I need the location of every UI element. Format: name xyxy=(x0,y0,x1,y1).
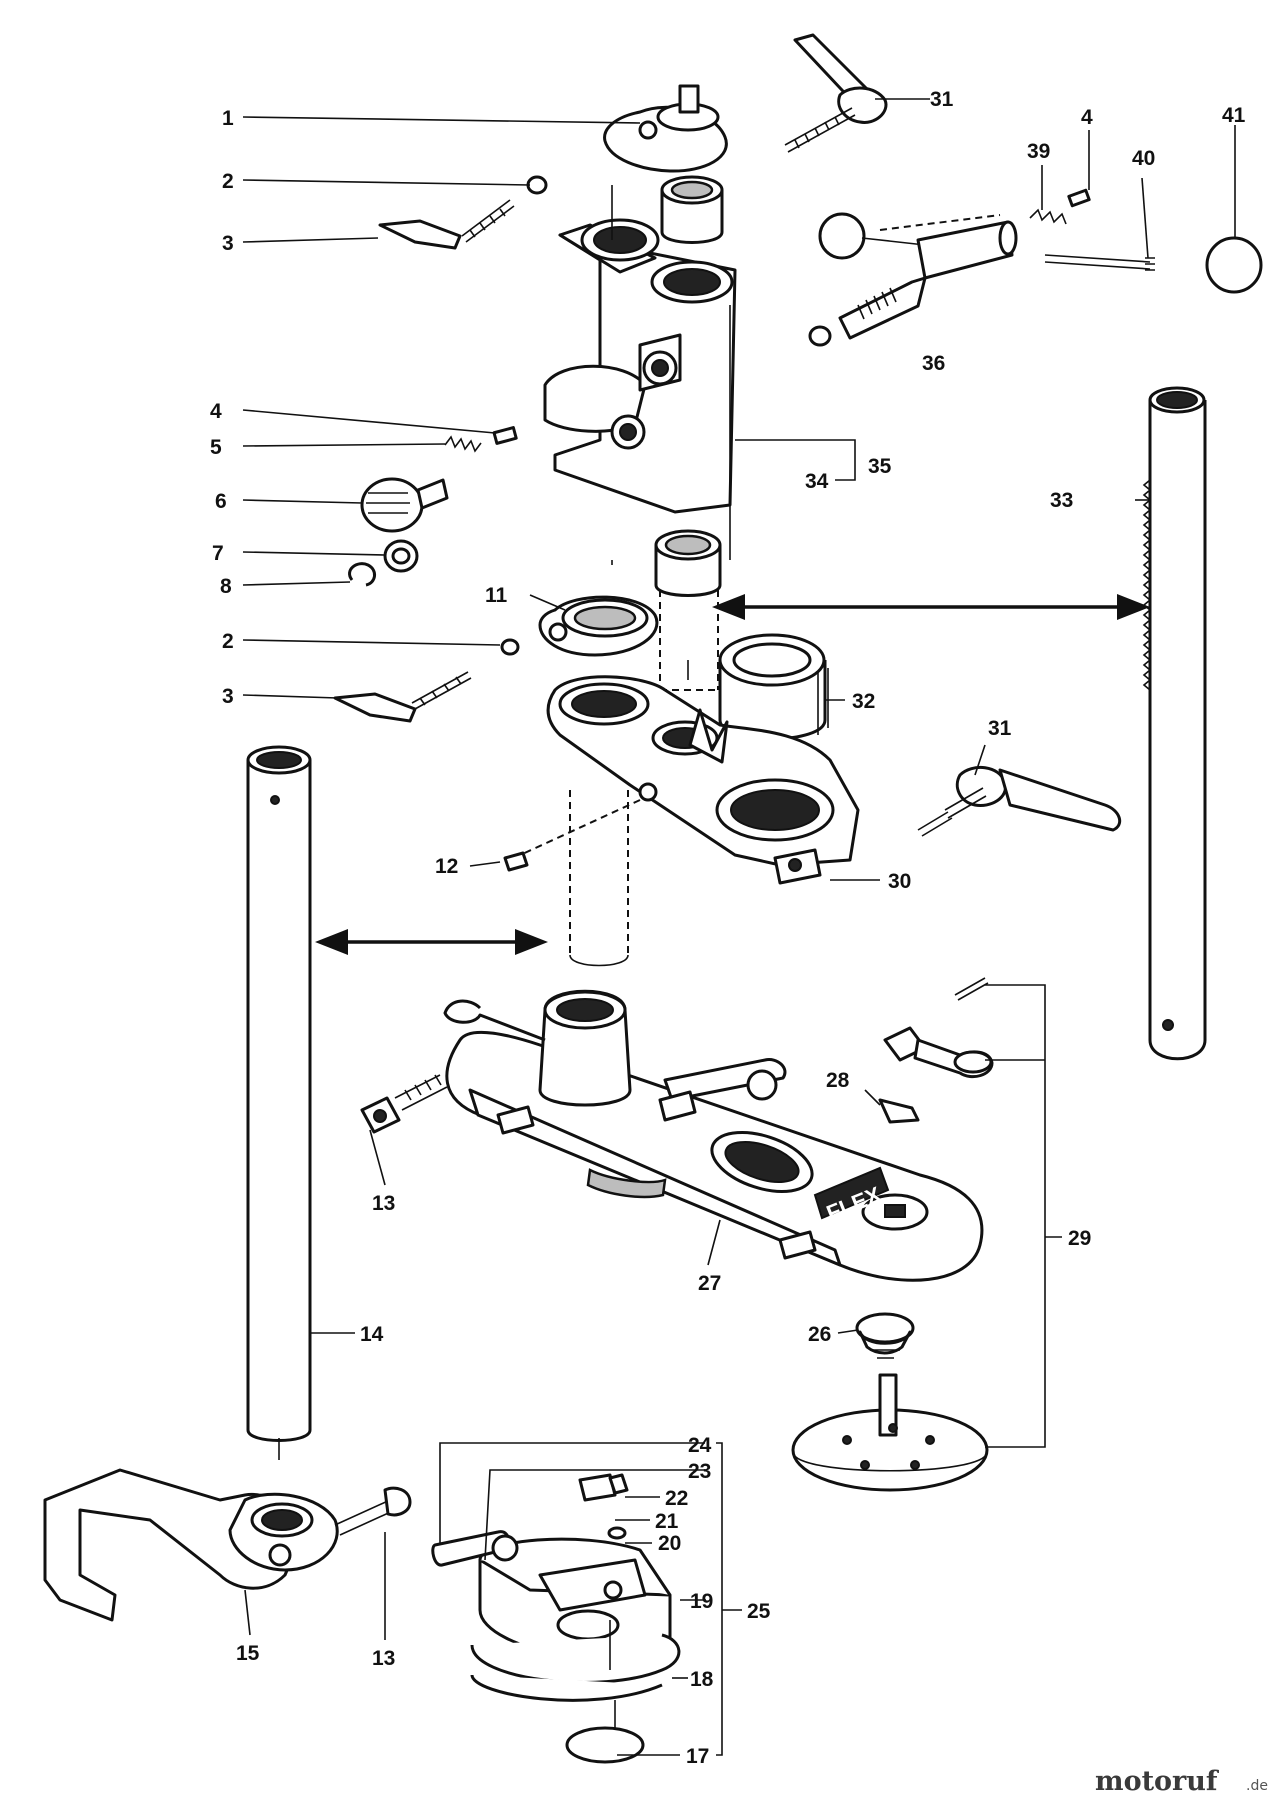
part-spring-5 xyxy=(444,435,482,453)
part-spring-39 xyxy=(1029,208,1067,225)
part-spring-26 xyxy=(855,1312,915,1359)
label-7: 7 xyxy=(212,542,224,565)
part-wing-nut-22 xyxy=(578,1473,629,1502)
label-24: 24 xyxy=(688,1434,712,1457)
label-3-top: 3 xyxy=(222,232,234,255)
label-22: 22 xyxy=(665,1487,688,1510)
label-39: 39 xyxy=(1027,140,1050,163)
part-clamp-lever-29 xyxy=(883,977,994,1079)
label-1: 1 xyxy=(222,107,234,130)
part-clamp-lever-mid xyxy=(917,766,1122,837)
part-cap-screw-13-base xyxy=(360,1074,448,1134)
label-15: 15 xyxy=(236,1642,260,1665)
label-34: 34 xyxy=(805,470,829,493)
label-18: 18 xyxy=(690,1668,714,1691)
label-5: 5 xyxy=(210,436,222,459)
watermark-suffix: .de xyxy=(1246,1778,1268,1794)
label-33: 33 xyxy=(1050,489,1073,512)
part-knob-41 xyxy=(1205,236,1263,294)
label-11: 11 xyxy=(485,584,508,607)
part-rack-column-33 xyxy=(1142,386,1207,1061)
leader-lines xyxy=(242,98,1236,1756)
label-20: 20 xyxy=(658,1532,681,1555)
label-2-top: 2 xyxy=(222,170,234,193)
part-suction-adapter-25 xyxy=(431,1530,681,1702)
label-31-top: 31 xyxy=(930,88,954,111)
label-12: 12 xyxy=(435,855,458,878)
label-4-top: 4 xyxy=(1081,106,1093,129)
part-lever-screw-mid xyxy=(333,671,472,723)
part-column-14 xyxy=(246,745,312,1460)
label-17: 17 xyxy=(686,1745,709,1768)
label-36: 36 xyxy=(922,352,945,375)
label-32: 32 xyxy=(852,690,875,713)
label-28: 28 xyxy=(826,1069,850,1092)
label-40: 40 xyxy=(1132,147,1155,170)
part-column-ghost xyxy=(569,790,629,967)
label-4-mid: 4 xyxy=(210,400,222,423)
label-6: 6 xyxy=(215,490,227,513)
part-washer-20 xyxy=(607,1526,627,1540)
part-foot-disc-29 xyxy=(791,1373,989,1492)
part-pin-4-mid xyxy=(492,426,518,445)
part-split-bushing-32 xyxy=(718,633,829,741)
part-set-screw-12 xyxy=(503,851,529,872)
part-foot-pad-17 xyxy=(565,1700,645,1764)
part-circlip-8 xyxy=(348,562,376,587)
label-23: 23 xyxy=(688,1460,711,1483)
part-cap-screw-13-foot xyxy=(334,1486,412,1536)
label-14: 14 xyxy=(360,1323,384,1346)
label-41: 41 xyxy=(1222,104,1246,127)
label-26: 26 xyxy=(808,1323,831,1346)
label-19: 19 xyxy=(690,1590,713,1613)
part-foot-clamp-15 xyxy=(43,1468,339,1622)
label-13-base: 13 xyxy=(372,1192,395,1215)
label-25: 25 xyxy=(747,1600,771,1623)
label-31-mid: 31 xyxy=(988,717,1012,740)
label-35: 35 xyxy=(868,455,892,478)
part-labels: 1 2 3 31 4 39 40 41 36 4 5 6 7 8 35 34 3… xyxy=(210,88,1246,1768)
label-30: 30 xyxy=(888,870,911,893)
part-bushing-top xyxy=(660,175,724,244)
part-clamp-piece-28 xyxy=(878,1098,920,1124)
label-13-foot: 13 xyxy=(372,1647,395,1670)
label-29: 29 xyxy=(1068,1227,1091,1250)
part-washer-top xyxy=(526,175,548,195)
label-3-mid: 3 xyxy=(222,685,234,708)
label-27: 27 xyxy=(698,1272,721,1295)
part-clamp-ring-11 xyxy=(538,595,659,657)
label-2-mid: 2 xyxy=(222,630,234,653)
arrow-rack-distance xyxy=(712,594,1150,620)
part-clamp-ring-top xyxy=(603,84,728,173)
part-bushing-bottom xyxy=(654,529,722,691)
part-threaded-pin-40 xyxy=(1044,254,1155,271)
part-upper-head xyxy=(543,185,737,565)
watermark-main: motoruf xyxy=(1095,1766,1220,1797)
arrow-column-distance xyxy=(315,929,548,955)
part-base-plate-27: FLEX xyxy=(443,989,984,1282)
part-knob-6 xyxy=(360,477,449,533)
watermark: motoruf .de xyxy=(1095,1766,1268,1797)
part-clamp-lever-top xyxy=(784,33,888,153)
part-washer-7 xyxy=(383,539,419,573)
part-lever-screw-top xyxy=(378,199,515,250)
part-pin-4-top xyxy=(1067,188,1091,208)
part-pinion-shaft xyxy=(808,212,1018,347)
part-lower-arm-30 xyxy=(504,675,860,885)
label-8: 8 xyxy=(220,575,232,598)
label-21: 21 xyxy=(655,1510,679,1533)
part-washer-mid xyxy=(500,638,520,656)
